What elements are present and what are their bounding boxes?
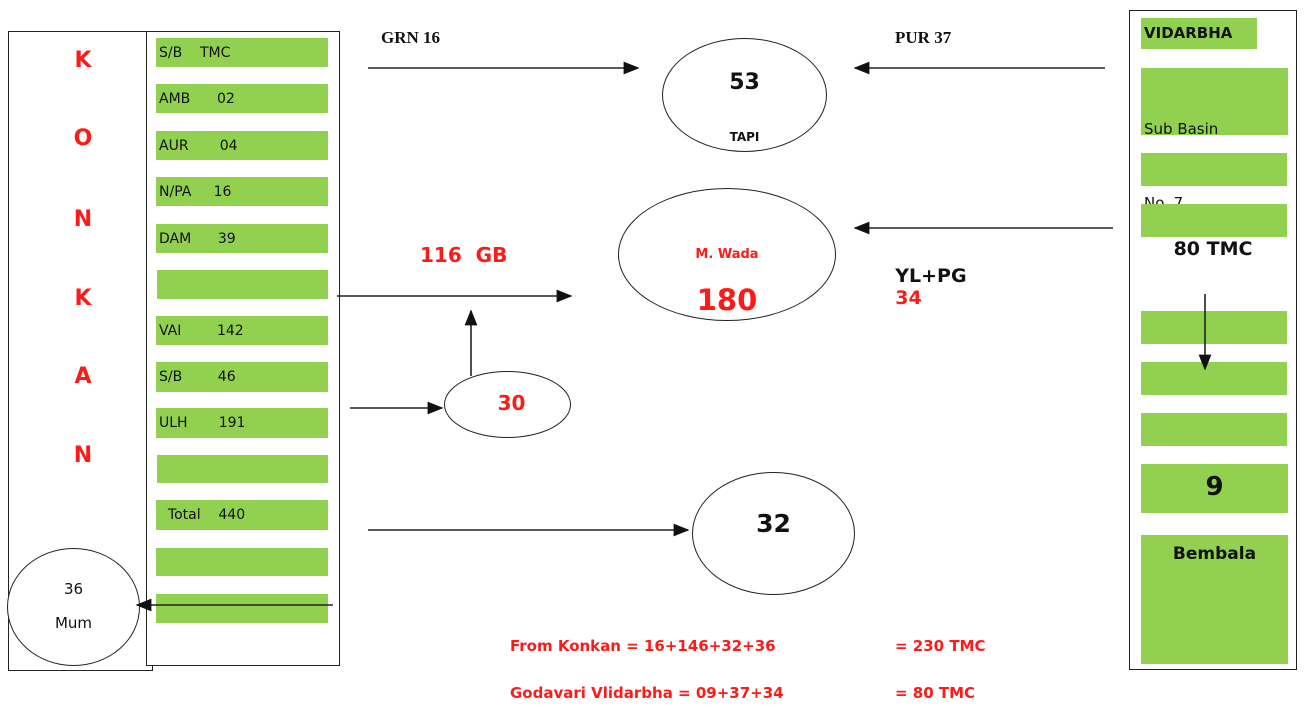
table-row: DAM 39: [156, 224, 328, 253]
mumbai-label: Mum: [54, 614, 93, 632]
pur-flow-label: PUR 37: [895, 28, 952, 47]
sub-basin-box: Sub Basin No. 7: [1141, 68, 1288, 212]
node-30-value: 30: [497, 391, 526, 415]
konkan-formula: From Konkan = 16+146+32+36: [510, 637, 776, 655]
grn-flow-label: GRN 16: [381, 28, 441, 47]
node-32: [692, 472, 855, 595]
konkan-letter: N: [73, 443, 93, 468]
table-row: [156, 594, 328, 623]
bembala-label: Bembala: [1172, 544, 1257, 564]
tapi-label: TAPI: [729, 130, 760, 144]
table-row: [157, 455, 328, 483]
vidarbha-tmc: 80 TMC: [1173, 238, 1253, 260]
mwada-node: [618, 188, 836, 321]
konkan-letter: A: [74, 364, 92, 389]
table-row: VAI 142: [156, 316, 328, 345]
vidarbha-row: [1141, 362, 1287, 395]
konkan-letter: O: [73, 126, 93, 151]
table-row: Total 440: [156, 500, 328, 530]
tapi-node: [662, 38, 827, 152]
vidarbha-nine: 9: [1205, 472, 1224, 502]
table-row: AUR 04: [156, 131, 328, 160]
table-row: [157, 270, 328, 299]
ylpg-label: YL+PG: [895, 265, 967, 287]
vidarbha-nine-box: [1141, 464, 1288, 513]
table-row: AMB 02: [156, 84, 328, 113]
table-row: S/B 46: [156, 362, 328, 392]
mwada-label: M. Wada: [695, 247, 759, 262]
konkan-letter: K: [74, 48, 92, 73]
konkan-letter: N: [73, 207, 93, 232]
vidarbha-row: [1141, 204, 1287, 237]
konkan-letter: K: [74, 286, 92, 311]
node-32-value: 32: [756, 509, 791, 538]
vidarbha-row: [1141, 153, 1287, 186]
table-row: S/B TMC: [156, 38, 328, 67]
bembala-box: [1141, 535, 1288, 664]
mumbai-value: 36: [63, 580, 84, 598]
vidarbha-title: VIDARBHA: [1141, 18, 1257, 49]
sub-basin-line1: Sub Basin: [1144, 120, 1219, 138]
vidarbha-total: = 80 TMC: [895, 684, 976, 702]
ylpg-flow: YL+PG 34: [882, 243, 973, 309]
mumbai-node: [7, 548, 140, 666]
gb-flow-label: 116 GB: [420, 243, 508, 267]
konkan-total: = 230 TMC: [895, 637, 986, 655]
table-row: ULH 191: [156, 408, 328, 438]
ylpg-value: 34: [895, 287, 922, 309]
vidarbha-row: [1141, 413, 1287, 446]
mwada-value: 180: [696, 283, 758, 317]
vidarbha-row: [1141, 311, 1287, 344]
vidarbha-formula: Godavari Vlidarbha = 09+37+34: [510, 684, 784, 702]
tapi-value: 53: [729, 70, 760, 95]
table-row: N/PA 16: [156, 177, 328, 206]
node-30: [444, 371, 571, 438]
table-row: [156, 548, 328, 576]
